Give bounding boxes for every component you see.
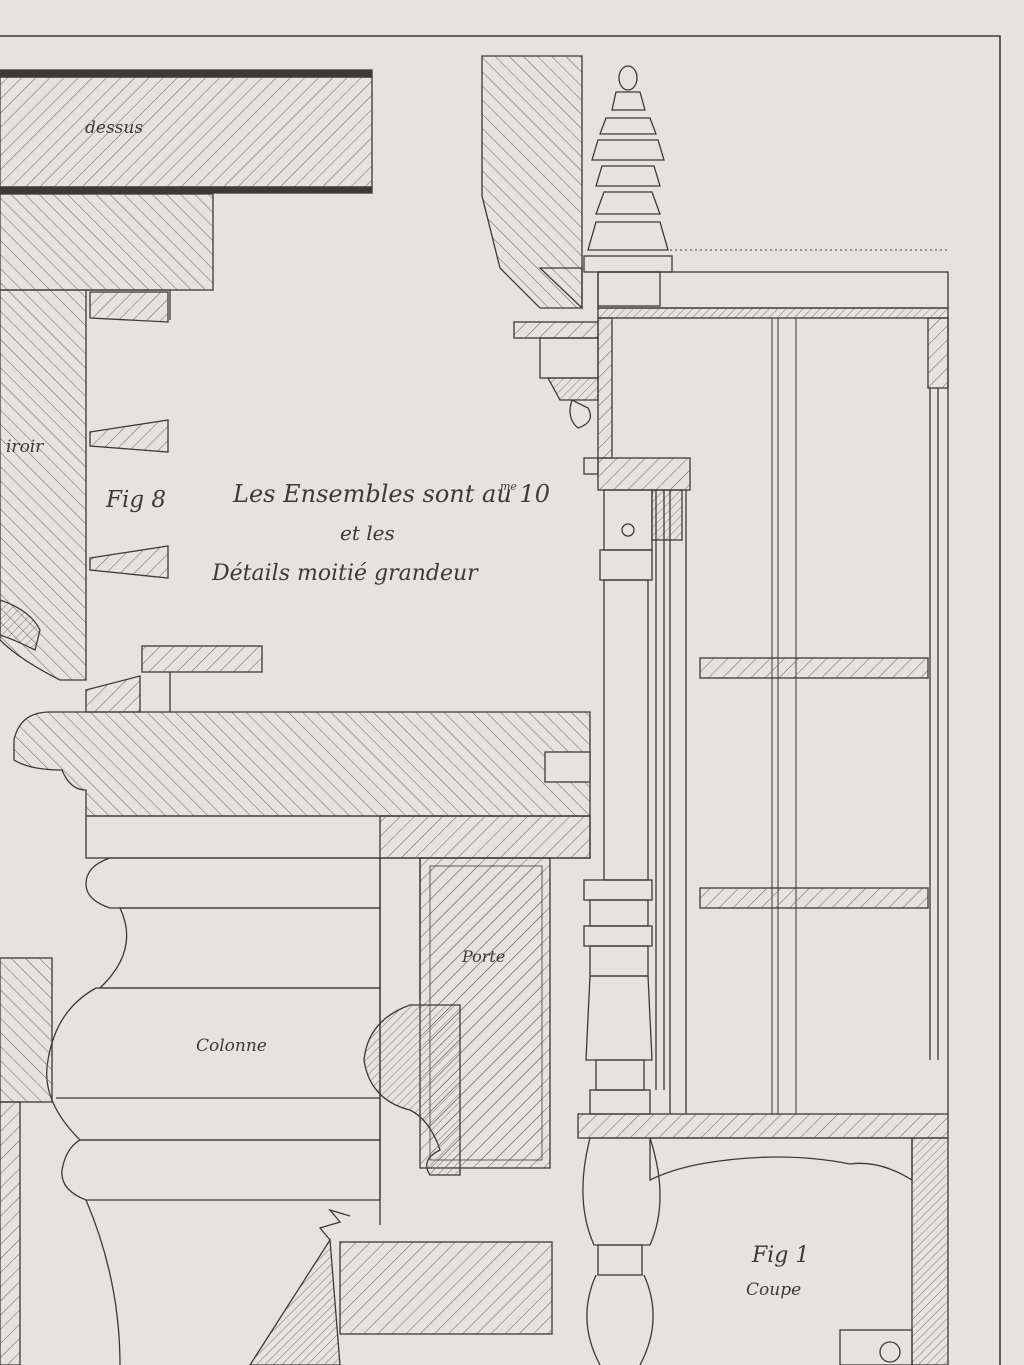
cornice-bed [513,321,599,339]
shelf-lower [699,887,929,909]
scroll-bracket [569,399,592,429]
moulding-block [0,193,214,291]
column-shaft [583,549,653,1115]
label-colonne: Colonne [196,1036,267,1056]
fixing-block-1 [89,291,169,323]
fixing-block-3 [89,545,169,579]
note-line-3: Détails moitié grandeur [211,561,479,586]
note-superscript: me [500,480,517,493]
mirror-profile [0,599,41,651]
note-line-2: et les [340,521,395,545]
mid-board [13,711,591,817]
dessus-top-edge [0,69,373,78]
door-moulding [363,1004,461,1176]
side-panel [597,317,613,459]
fig8-detail-drawing [0,69,591,1365]
note-line-1: Les Ensembles sont au 10 [232,480,550,508]
left-block-lower [0,1101,21,1365]
base-apron [649,1137,913,1182]
board-lower-block [379,815,591,859]
dessus-board [0,76,373,188]
label-coupe: Coupe [746,1280,801,1300]
label-porte: Porte [461,947,505,966]
turned-foot [582,1137,661,1365]
shelf-upper [699,657,929,679]
base-board [577,1113,949,1139]
cornice [481,55,583,309]
fixing-block-2 [89,419,169,453]
fig1-section-drawing [481,55,949,1365]
capital-block [597,457,691,491]
board-groove [544,751,591,783]
label-fig1: Fig 1 [751,1243,809,1268]
lower-side [911,1137,949,1365]
label-miroir: iroir [6,437,44,457]
broken-section [249,1238,341,1365]
miroir-frame [0,289,87,681]
small-rail [141,645,263,673]
plinth [839,1329,913,1365]
rosette [879,1341,901,1363]
left-block-upper [0,957,53,1103]
lower-right-block [339,1241,553,1335]
plate-border [0,35,1001,1365]
dessus-bottom-edge [0,186,373,194]
label-dessus: dessus [85,118,143,138]
label-fig8: Fig 8 [105,487,166,513]
